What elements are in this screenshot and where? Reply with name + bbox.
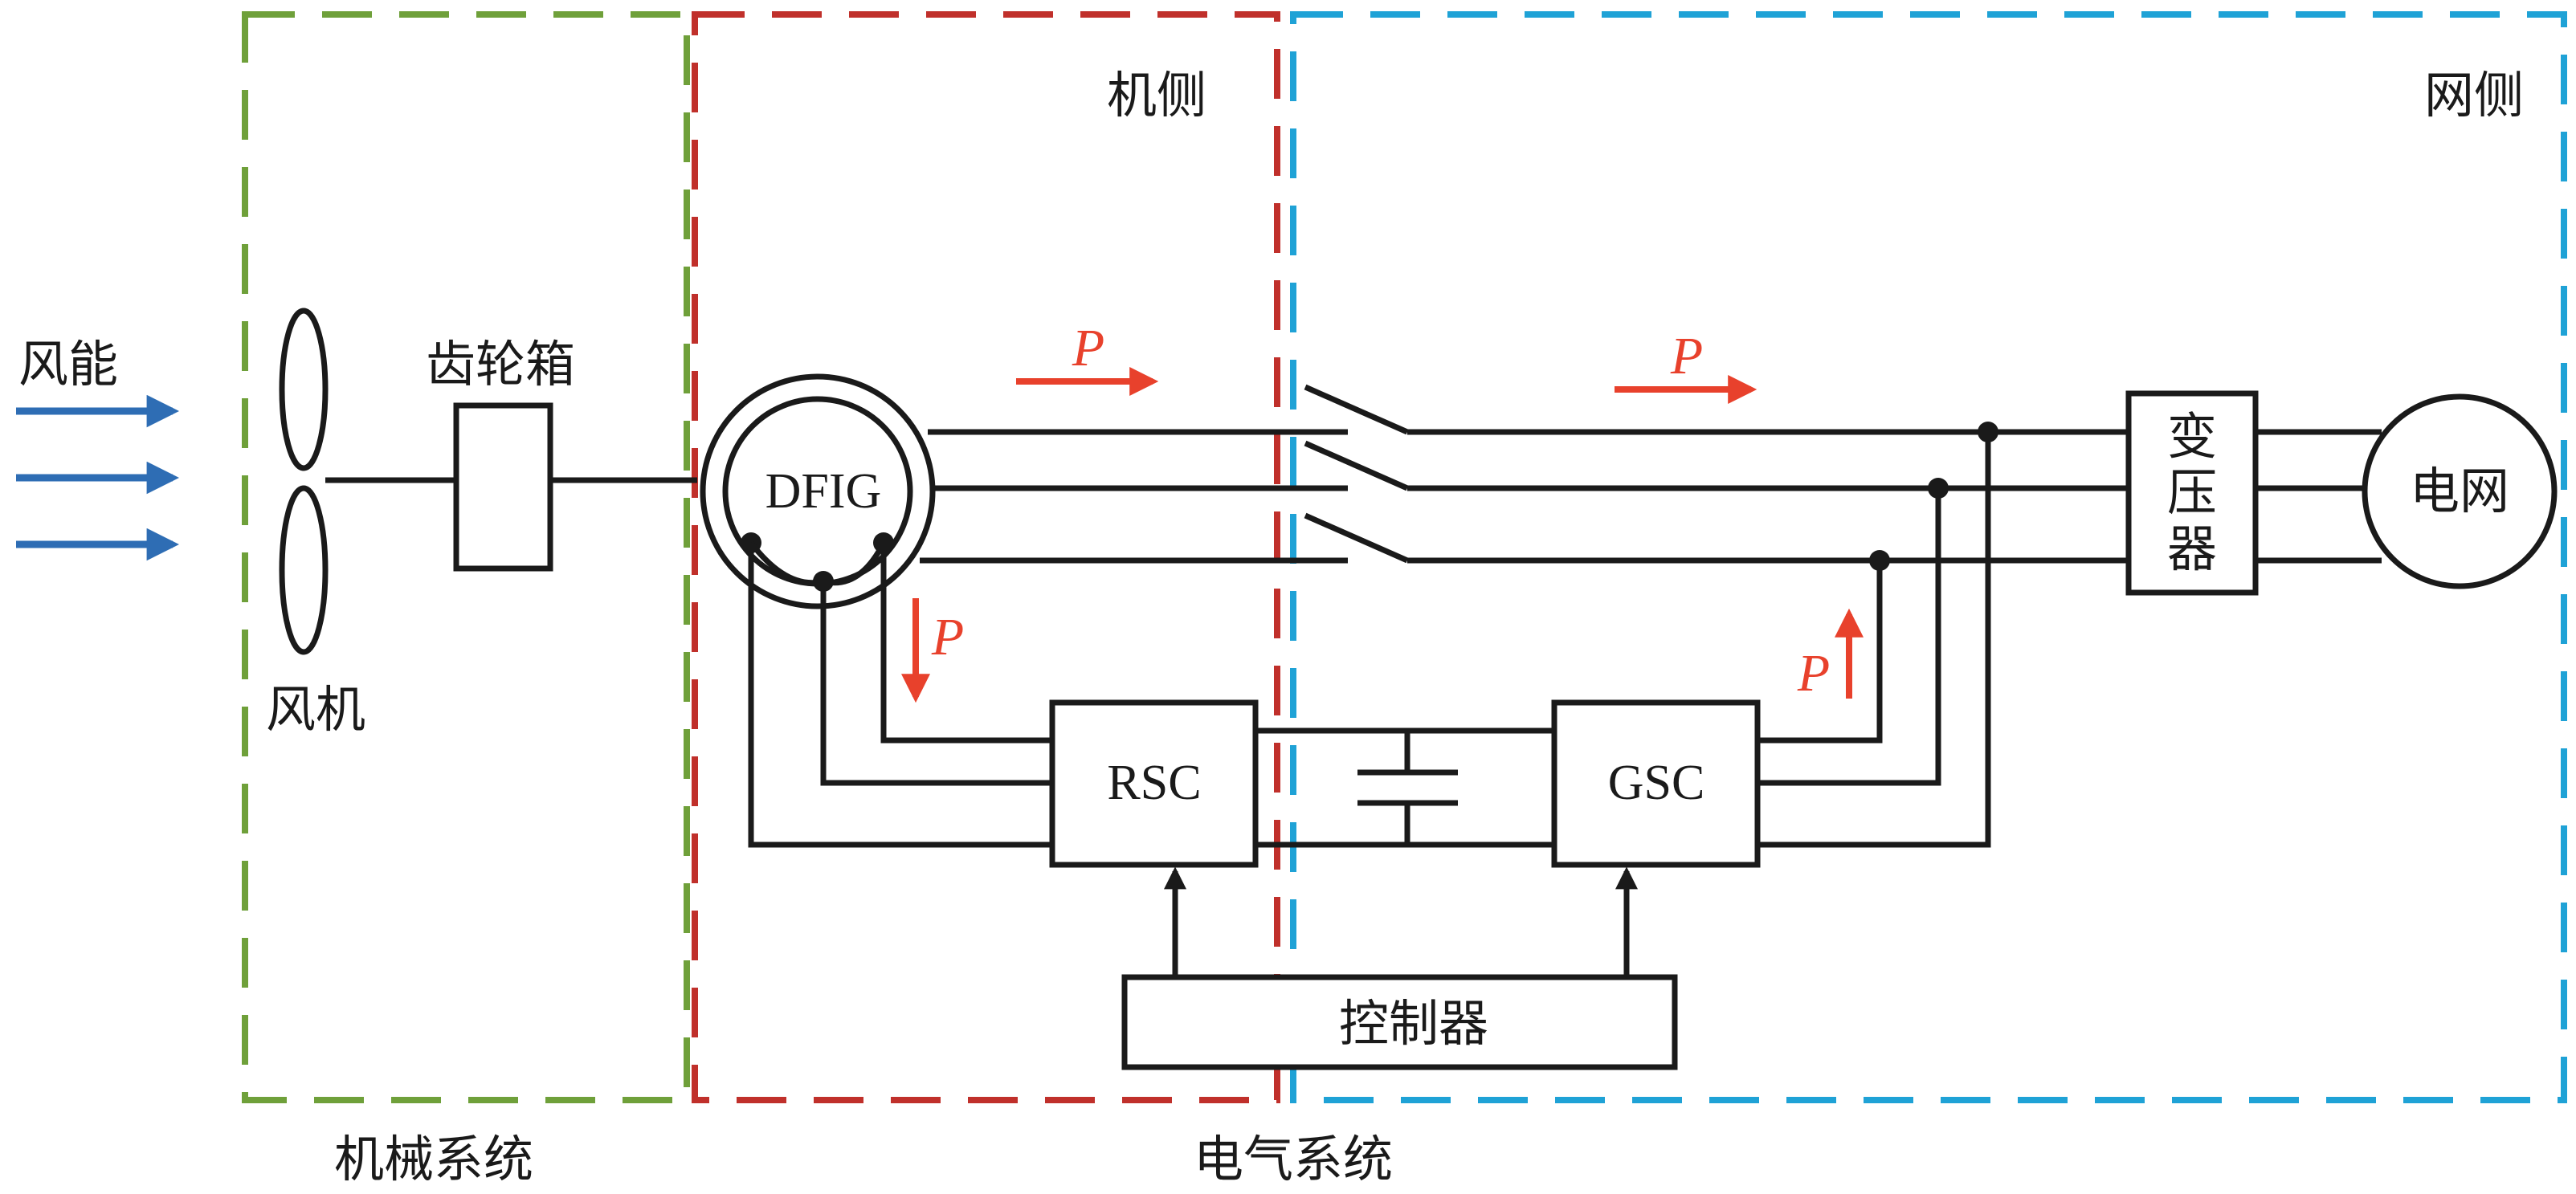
mechanical-system-region [242, 11, 690, 1103]
power-label-stator: P [1072, 319, 1104, 377]
transformer-label-3: 器 [2167, 520, 2217, 578]
transformer-label-1: 变 [2167, 407, 2217, 466]
wind-turbine-icon [279, 308, 329, 655]
power-label-gsc: P [1797, 644, 1830, 703]
grid-side-label: 网侧 [2424, 66, 2524, 124]
electrical-system-label: 电气系统 [1194, 1130, 1393, 1188]
machine-side-region [692, 11, 1280, 1103]
wind-energy-label: 风能 [18, 335, 118, 393]
power-label-rotor: P [931, 608, 964, 666]
rsc-label: RSC [1107, 756, 1201, 810]
gsc-label: GSC [1608, 756, 1705, 810]
gsc-feed-b [1757, 488, 1941, 786]
rsc-box [1049, 699, 1259, 868]
grid-label: 电网 [2410, 462, 2509, 520]
dc-capacitor-icon [1357, 731, 1458, 845]
transformer-box [2125, 390, 2259, 596]
mechanical-system-label: 机械系统 [334, 1130, 533, 1188]
rotor-feed-c [748, 543, 1052, 848]
grid-circle [2362, 393, 2558, 589]
grid-side-region [1290, 11, 2567, 1103]
gsc-feed-c [1757, 560, 1883, 744]
gsc-feed-a [1757, 432, 1991, 848]
rotor-feed-b [820, 581, 1052, 786]
gsc-box [1551, 699, 1761, 868]
gearbox-label: 齿轮箱 [426, 335, 575, 393]
gearbox-box [453, 402, 553, 572]
switch-c [1304, 512, 1409, 564]
rotor-feed-a [880, 543, 1052, 744]
turbine-label: 风机 [266, 680, 365, 739]
controller-box [1121, 974, 1678, 1070]
controller-label: 控制器 [1339, 994, 1488, 1053]
switch-a [1304, 384, 1409, 435]
transformer-label-2: 压 [2167, 463, 2217, 522]
machine-side-label: 机侧 [1107, 66, 1206, 124]
dfig-label: DFIG [765, 464, 882, 519]
switch-b [1304, 440, 1409, 491]
power-label-grid: P [1670, 327, 1703, 385]
